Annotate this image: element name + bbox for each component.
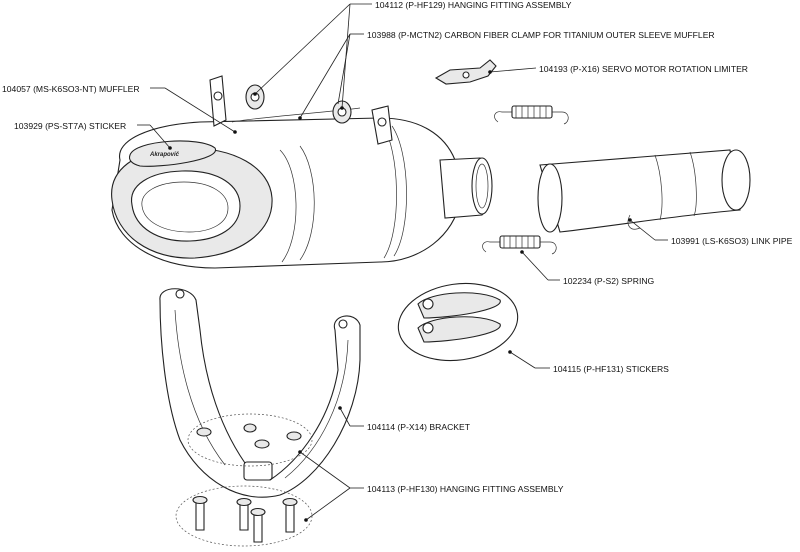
leader-lines <box>137 3 668 522</box>
callout-stickers: 104115 (P-HF131) STICKERS <box>553 364 669 374</box>
muffler: Akrapovič <box>111 75 493 269</box>
hanging-fitting-top <box>245 84 352 124</box>
stickers-set <box>397 282 519 362</box>
svg-text:Akrapovič: Akrapovič <box>149 152 180 158</box>
link-pipe <box>537 149 751 233</box>
callout-spring: 102234 (P-S2) SPRING <box>563 276 655 286</box>
fitting-nuts-group <box>187 413 313 467</box>
bracket <box>159 288 361 498</box>
callout-muffler: 104057 (MS-K6SO3-NT) MUFFLER <box>2 84 140 94</box>
callout-sticker: 103929 (PS-ST7A) STICKER <box>14 121 126 131</box>
callout-hanging-fitting-assembly-bracket: 104113 (P-HF130) HANGING FITTING ASSEMBL… <box>367 484 564 494</box>
spring-lower <box>482 235 557 255</box>
callout-hanging-fitting-assembly-top: 104112 (P-HF129) HANGING FITTING ASSEMBL… <box>375 0 572 10</box>
callout-servo-limiter: 104193 (P-X16) SERVO MOTOR ROTATION LIMI… <box>539 64 748 74</box>
callout-link-pipe: 103991 (LS-K6SO3) LINK PIPE <box>671 236 793 246</box>
callout-bracket: 104114 (P-X14) BRACKET <box>367 422 471 432</box>
callout-carbon-fiber-clamp: 103988 (P-MCTN2) CARBON FIBER CLAMP FOR … <box>367 30 715 40</box>
servo-limiter <box>434 59 497 85</box>
spring-upper <box>494 105 569 125</box>
